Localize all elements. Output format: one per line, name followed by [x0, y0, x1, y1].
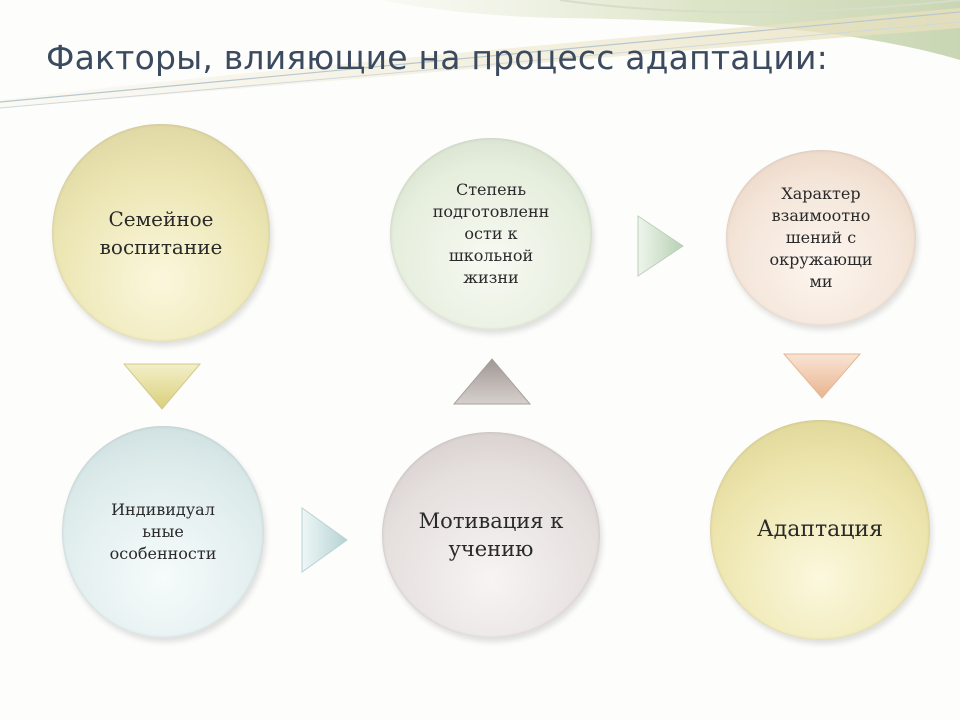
factor-relations-line: взаимоотно	[771, 206, 871, 225]
factor-relations-line: окружающи	[769, 250, 873, 269]
factor-individual-line: особенности	[109, 544, 217, 563]
decorative-swoosh	[0, 0, 960, 109]
factor-readiness-label: Степень подготовленн ости к школьной жиз…	[409, 179, 574, 289]
arrow-right-readiness-icon	[637, 215, 684, 277]
arrow-down-relations-icon	[782, 353, 862, 399]
factor-readiness-line: подготовленн	[432, 202, 550, 221]
factor-individual-circle: Индивидуал ьные особенности	[62, 426, 264, 638]
slide-title: Факторы, влияющие на процесс адаптации:	[46, 38, 828, 77]
factor-readiness-line: ости к	[464, 224, 518, 243]
factor-individual-label: Индивидуал ьные особенности	[86, 499, 241, 565]
factor-readiness-line: Степень	[455, 180, 527, 199]
factor-family-label: Семейное воспитание	[99, 207, 223, 259]
arrow-up-motivation-icon	[452, 358, 532, 405]
adaptation-label: Адаптация	[757, 517, 883, 542]
arrow-right-individual-icon	[301, 507, 348, 573]
factor-motivation-label: Мотивация к учению	[418, 509, 564, 561]
factor-relations-circle: Характер взаимоотно шений с окружающи ми	[726, 150, 916, 326]
factor-readiness-line: жизни	[463, 268, 519, 287]
factor-relations-line: Характер	[781, 184, 861, 203]
factor-readiness-circle: Степень подготовленн ости к школьной жиз…	[390, 138, 592, 330]
factor-individual-line: Индивидуал	[111, 500, 215, 519]
adaptation-circle: Адаптация	[710, 420, 930, 640]
factor-family-circle: Семейное воспитание	[52, 124, 270, 342]
factor-readiness-line: школьной	[448, 246, 534, 265]
factor-relations-line: ми	[809, 272, 833, 291]
factor-individual-line: ьные	[142, 522, 184, 541]
factor-relations-label: Характер взаимоотно шений с окружающи ми	[745, 183, 896, 293]
factor-relations-line: шений с	[785, 228, 857, 247]
factor-motivation-circle: Мотивация к учению	[382, 432, 600, 638]
arrow-down-family-icon	[122, 363, 202, 410]
